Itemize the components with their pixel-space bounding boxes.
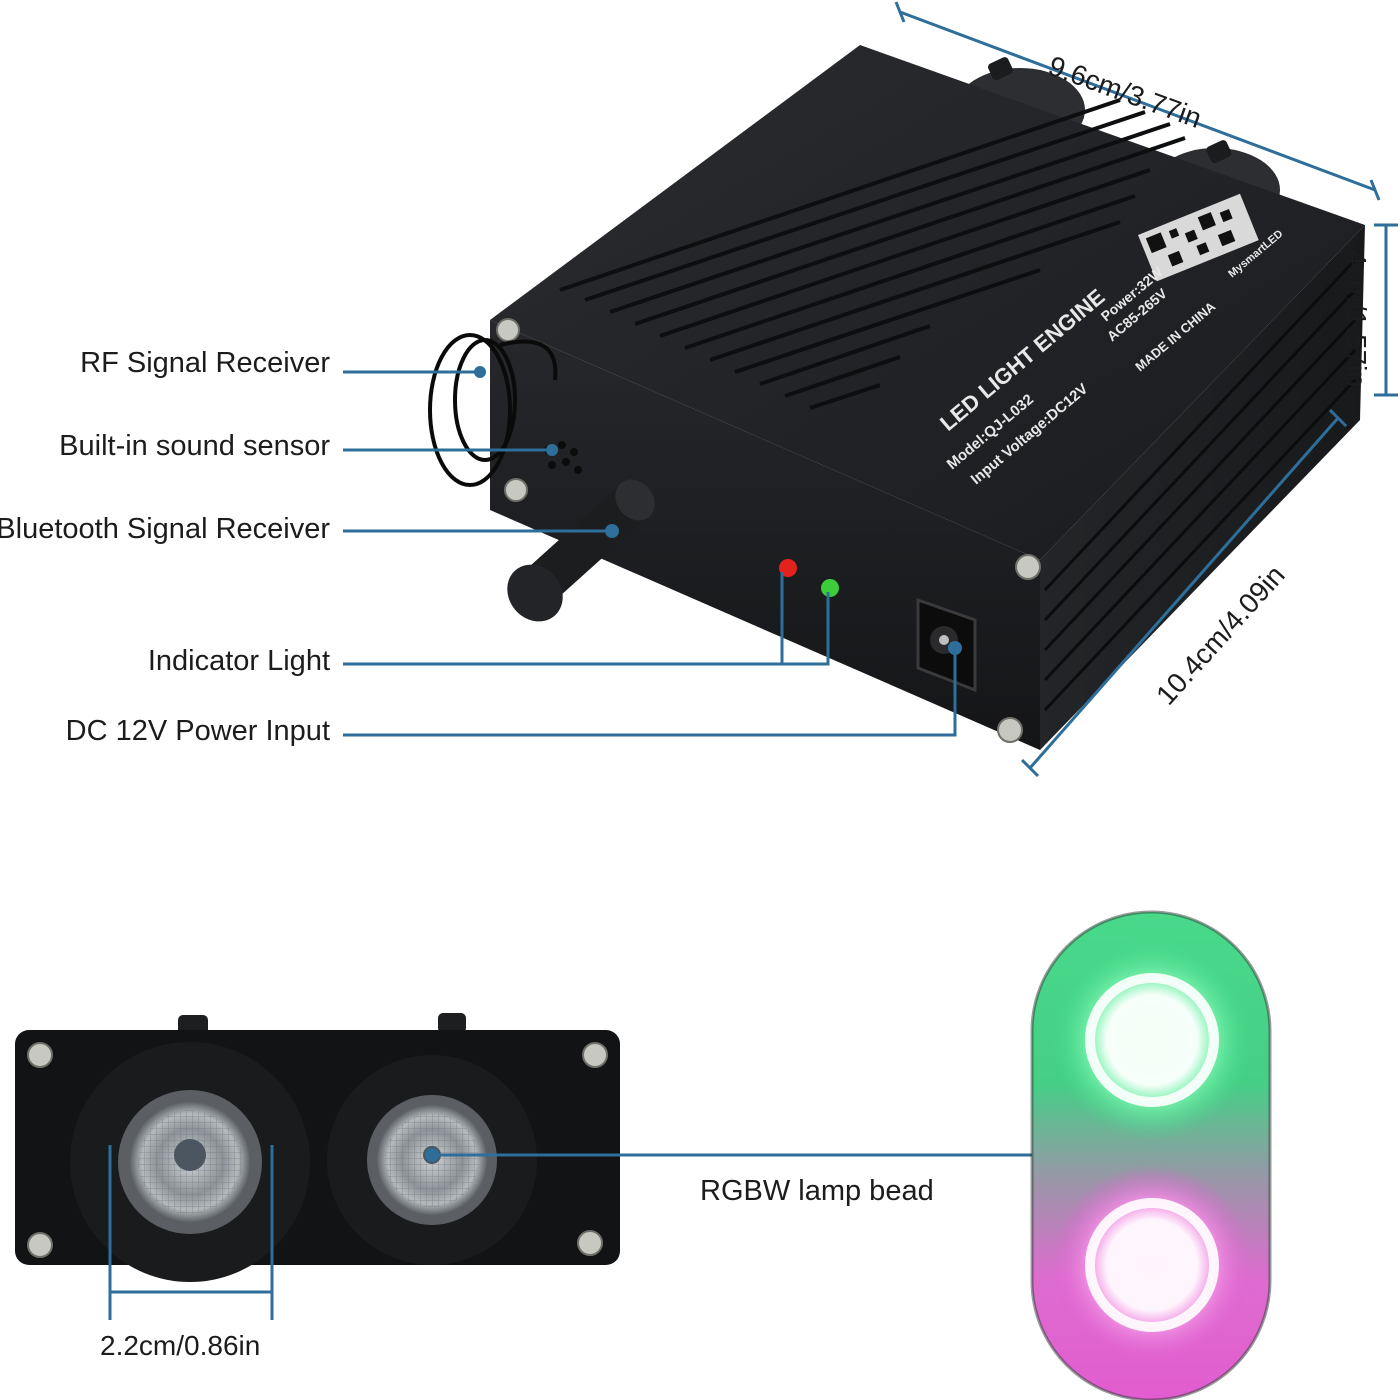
dc-power-input-label: DC 12V Power Input	[65, 715, 330, 747]
box-top-face	[490, 45, 1365, 560]
rf-receiver-label: RF Signal Receiver	[80, 347, 330, 379]
bead-callout-line	[425, 1148, 1032, 1162]
rgbw-glow-capsule	[1030, 910, 1272, 1400]
box-front-face	[490, 320, 1040, 750]
rgbw-lamp-bead-label: RGBW lamp bead	[700, 1175, 934, 1207]
screw-icon	[27, 1042, 608, 1258]
bluetooth-receiver-label: Bluetooth Signal Receiver	[0, 513, 330, 545]
box-side-face	[1040, 225, 1365, 750]
screw-icon	[496, 318, 1041, 743]
lens-dimension-line	[108, 1145, 274, 1320]
lamp-front-view	[15, 1013, 620, 1282]
light-engine-box	[428, 45, 1365, 750]
bluetooth-antenna	[507, 479, 655, 622]
rf-antenna-coil	[428, 333, 558, 487]
sound-sensor-label: Built-in sound sensor	[59, 430, 330, 462]
indicator-light-label: Indicator Light	[147, 645, 330, 677]
green-light-glow	[1052, 940, 1252, 1140]
qr-code	[1138, 193, 1259, 282]
green-indicator-led	[821, 579, 839, 597]
callout-lines	[343, 370, 957, 737]
dimension-lines	[894, 1, 1398, 778]
lens-dimension: 2.2cm/0.86in	[100, 1330, 261, 1361]
heat-sink-fins	[559, 98, 1186, 410]
height-dimension: 4cm/1.57in	[1341, 250, 1372, 387]
pink-light-glow	[1052, 1165, 1252, 1365]
